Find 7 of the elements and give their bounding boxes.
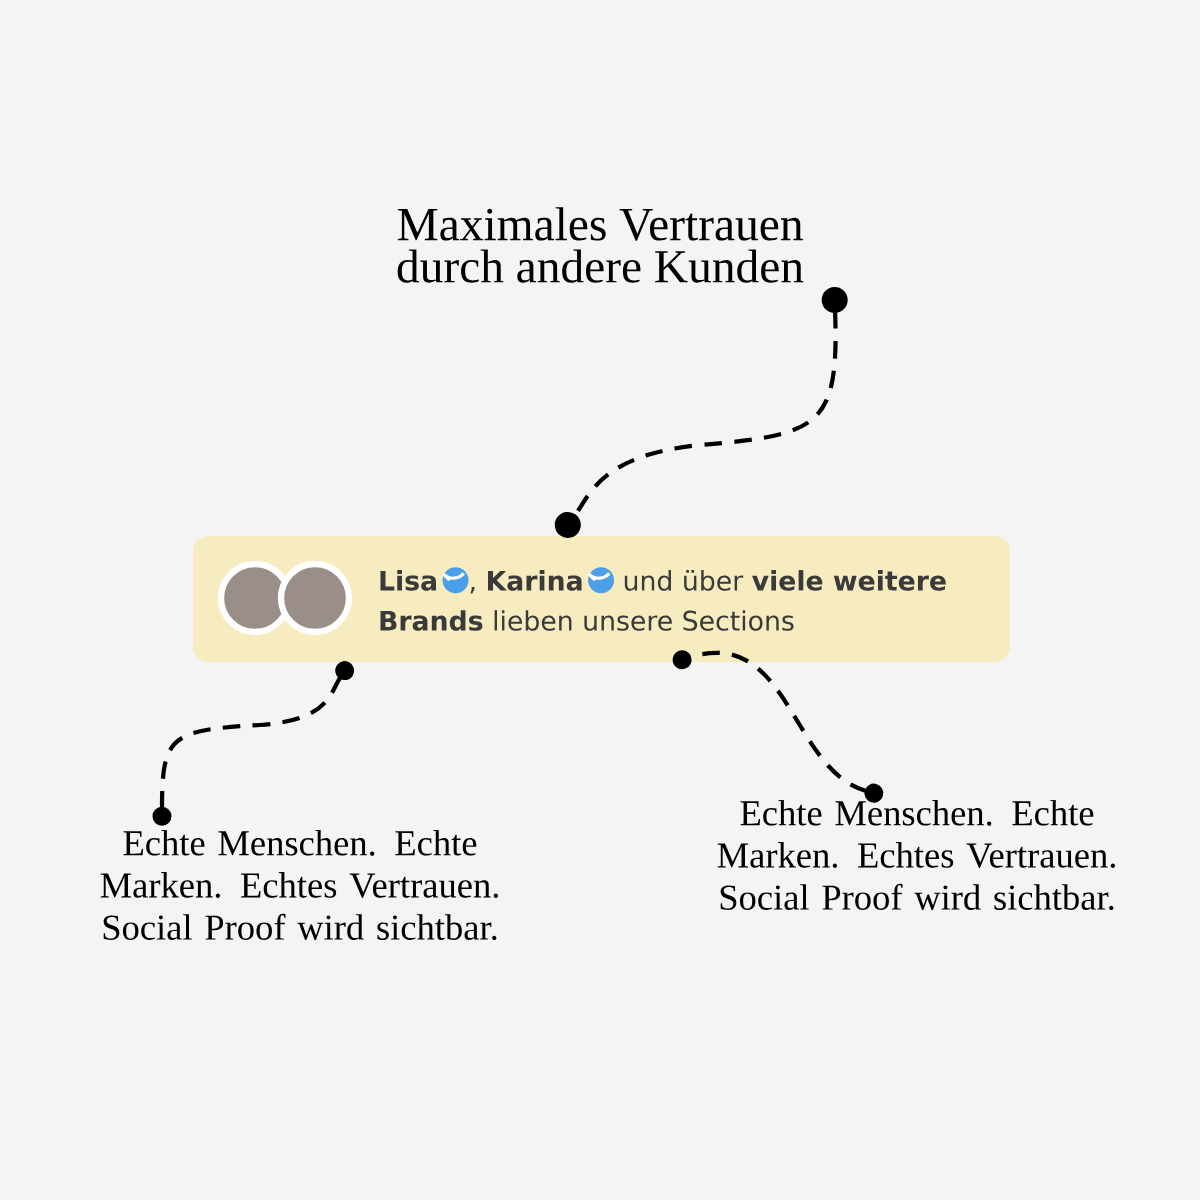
leader-line bbox=[554, 287, 848, 538]
social-proof-banner: Lisa , Karina und über viele weitere Brands lieben unsere Sections bbox=[193, 536, 1010, 662]
callout-text: Echte Menschen. Echte Marken. Echtes Vertrauen. Social Proof wird sichtbar. bbox=[100, 829, 498, 941]
leader-line bbox=[152, 661, 355, 826]
callout-text: Maximales Vertrauen durch andere Kunden bbox=[397, 207, 804, 283]
callout-text: Echte Menschen. Echte Marken. Echtes Vertrauen. Social Proof wird sichtbar. bbox=[717, 799, 1115, 911]
leader-line bbox=[672, 650, 884, 803]
